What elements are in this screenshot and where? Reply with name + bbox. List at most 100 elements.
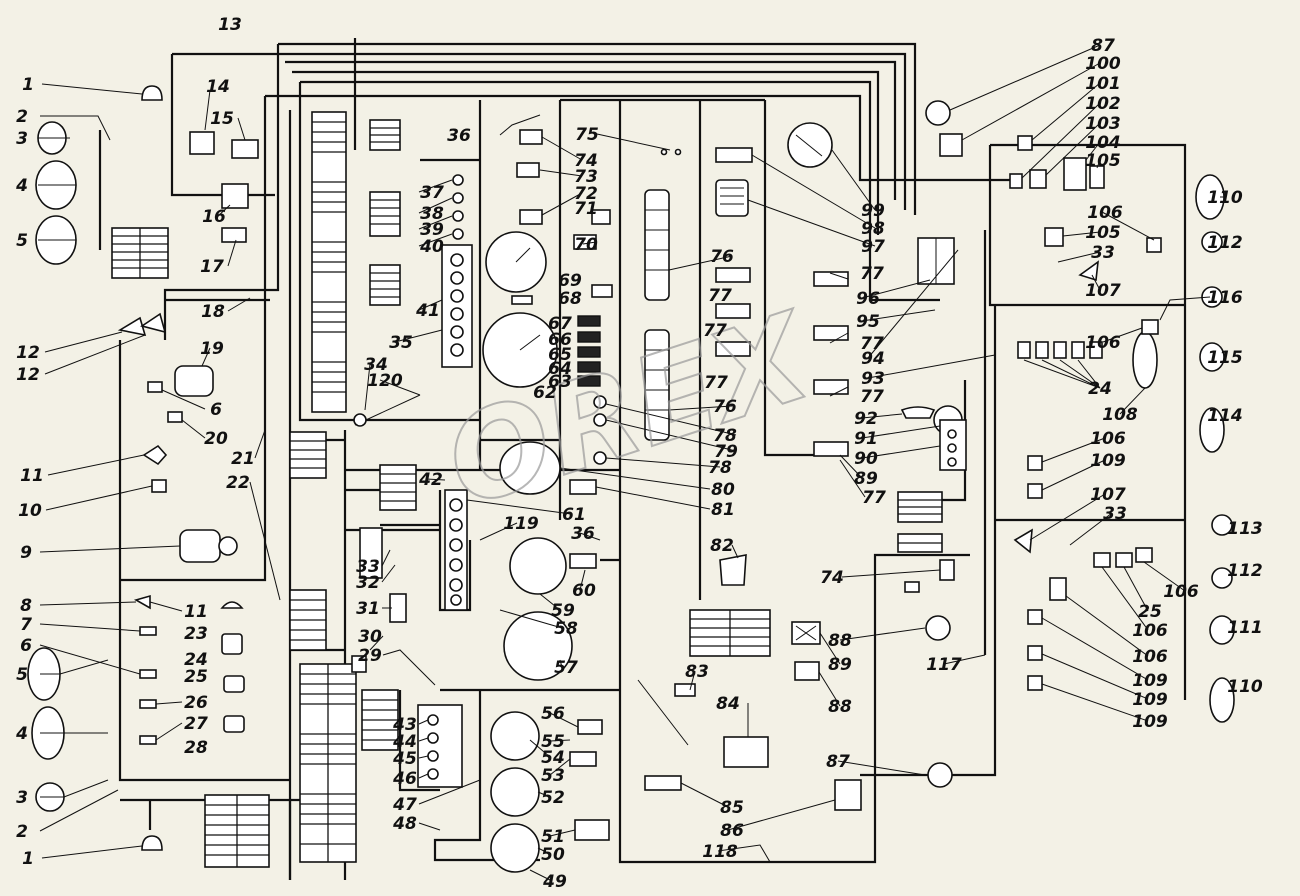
part-label-75: 75 bbox=[575, 125, 599, 145]
part-label-6: 6 bbox=[210, 400, 222, 420]
part-label-34: 34 bbox=[364, 355, 388, 375]
part-label-35: 35 bbox=[389, 333, 413, 353]
part-label-72: 72 bbox=[574, 184, 598, 204]
part-label-21: 21 bbox=[231, 449, 255, 469]
part-label-106: 106 bbox=[1087, 203, 1123, 223]
part-label-78: 78 bbox=[713, 426, 737, 446]
part-label-25: 25 bbox=[184, 667, 208, 687]
part-label-20: 20 bbox=[204, 429, 228, 449]
part-label-85: 85 bbox=[720, 798, 744, 818]
part-label-112: 112 bbox=[1207, 233, 1243, 253]
part-label-14: 14 bbox=[206, 77, 230, 97]
part-label-36: 36 bbox=[447, 126, 471, 146]
part-label-78: 78 bbox=[708, 458, 732, 478]
part-label-83: 83 bbox=[685, 662, 709, 682]
part-label-37: 37 bbox=[420, 183, 444, 203]
part-label-89: 89 bbox=[828, 655, 852, 675]
part-label-93: 93 bbox=[861, 369, 885, 389]
part-label-105: 105 bbox=[1085, 223, 1121, 243]
part-label-77: 77 bbox=[862, 488, 886, 508]
part-label-106: 106 bbox=[1132, 647, 1168, 667]
part-label-106: 106 bbox=[1163, 582, 1199, 602]
part-label-16: 16 bbox=[202, 207, 226, 227]
part-label-4: 4 bbox=[15, 724, 28, 744]
part-label-119: 119 bbox=[503, 514, 539, 534]
part-label-1: 1 bbox=[22, 75, 34, 95]
part-label-110: 110 bbox=[1227, 677, 1263, 697]
part-label-100: 100 bbox=[1085, 54, 1121, 74]
part-label-47: 47 bbox=[392, 795, 417, 815]
part-label-73: 73 bbox=[574, 167, 598, 187]
part-label-27: 27 bbox=[184, 714, 208, 734]
part-label-91: 91 bbox=[854, 429, 878, 449]
part-label-90: 90 bbox=[854, 449, 878, 469]
part-label-5: 5 bbox=[16, 665, 28, 685]
part-label-98: 98 bbox=[861, 219, 885, 239]
part-label-12: 12 bbox=[16, 343, 40, 363]
part-label-25: 25 bbox=[1138, 602, 1162, 622]
switches bbox=[516, 129, 682, 465]
part-label-12: 12 bbox=[16, 365, 40, 385]
part-label-118: 118 bbox=[702, 842, 738, 862]
part-label-113: 113 bbox=[1227, 519, 1263, 539]
part-label-49: 49 bbox=[542, 872, 567, 892]
part-label-64: 64 bbox=[548, 359, 572, 379]
part-label-52: 52 bbox=[541, 788, 565, 808]
part-label-44: 44 bbox=[392, 732, 417, 752]
part-label-33: 33 bbox=[356, 557, 380, 577]
part-label-106: 106 bbox=[1132, 621, 1168, 641]
part-label-54: 54 bbox=[541, 748, 565, 768]
part-label-13: 13 bbox=[218, 15, 242, 35]
part-label-3: 3 bbox=[16, 788, 28, 808]
part-label-67: 67 bbox=[548, 314, 572, 334]
part-label-28: 28 bbox=[184, 738, 208, 758]
part-label-77: 77 bbox=[860, 334, 884, 354]
part-label-74: 74 bbox=[820, 568, 844, 588]
part-label-33: 33 bbox=[1091, 243, 1115, 263]
part-label-76: 76 bbox=[710, 247, 734, 267]
part-label-3: 3 bbox=[16, 129, 28, 149]
part-label-31: 31 bbox=[356, 599, 380, 619]
part-label-60: 60 bbox=[572, 581, 596, 601]
part-label-71: 71 bbox=[574, 199, 598, 219]
part-label-109: 109 bbox=[1132, 671, 1168, 691]
part-label-92: 92 bbox=[854, 409, 878, 429]
part-label-46: 46 bbox=[392, 769, 417, 789]
part-label-115: 115 bbox=[1207, 348, 1243, 368]
part-label-109: 109 bbox=[1090, 451, 1126, 471]
part-label-56: 56 bbox=[541, 704, 565, 724]
part-label-104: 104 bbox=[1085, 133, 1121, 153]
part-label-97: 97 bbox=[861, 237, 885, 257]
part-label-84: 84 bbox=[716, 694, 740, 714]
lamps-right bbox=[353, 100, 1235, 811]
part-label-70: 70 bbox=[574, 235, 598, 255]
part-label-87: 87 bbox=[826, 752, 850, 772]
part-label-33: 33 bbox=[1103, 504, 1127, 524]
gauges bbox=[482, 122, 833, 873]
part-label-57: 57 bbox=[554, 658, 578, 678]
part-label-88: 88 bbox=[828, 697, 852, 717]
part-label-8: 8 bbox=[20, 596, 32, 616]
part-label-36: 36 bbox=[571, 524, 595, 544]
part-label-96: 96 bbox=[856, 289, 880, 309]
part-label-63: 63 bbox=[548, 372, 572, 392]
part-label-80: 80 bbox=[711, 480, 735, 500]
part-label-30: 30 bbox=[358, 627, 382, 647]
part-label-1: 1 bbox=[22, 849, 34, 869]
part-label-114: 114 bbox=[1207, 406, 1243, 426]
part-label-10: 10 bbox=[18, 501, 42, 521]
part-label-6: 6 bbox=[20, 636, 32, 656]
part-label-61: 61 bbox=[562, 505, 586, 525]
part-label-74: 74 bbox=[574, 151, 598, 171]
part-label-103: 103 bbox=[1085, 114, 1121, 134]
part-label-62: 62 bbox=[533, 383, 557, 403]
part-label-24: 24 bbox=[1088, 379, 1112, 399]
part-label-38: 38 bbox=[420, 204, 444, 224]
leader-lines bbox=[38, 44, 1224, 882]
part-label-18: 18 bbox=[201, 302, 225, 322]
part-label-26: 26 bbox=[184, 693, 208, 713]
part-label-107: 107 bbox=[1085, 281, 1121, 301]
part-label-105: 105 bbox=[1085, 151, 1121, 171]
